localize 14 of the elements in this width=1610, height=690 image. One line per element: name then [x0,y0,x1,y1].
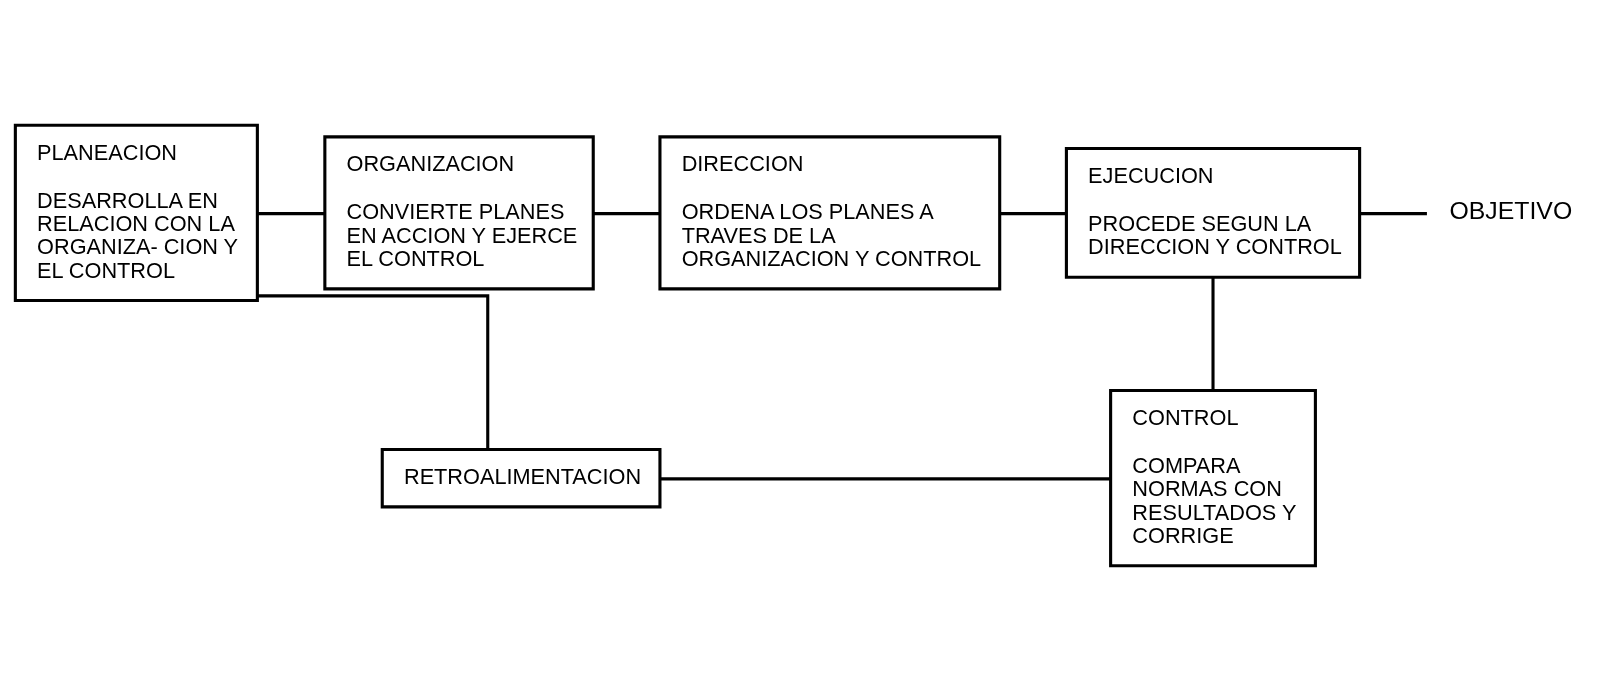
connector [1000,211,1067,215]
connector [660,476,1111,480]
connector [257,293,490,449]
node-box: DIRECCION ORDENA LOS PLANES A TRAVES DE LA ORGANIZACION Y CONTROL [658,134,1002,290]
connector [593,211,660,215]
node-box: RETROALIMENTACION [380,447,662,508]
node-box: EJECUCION PROCEDE SEGUN LA DIRECCION Y CONTROL [1064,146,1362,279]
connector [1211,277,1215,390]
node-box: PLANEACION DESARROLLA EN RELACION CON LA ORGANIZA- CION Y EL CONTROL [13,123,259,302]
node-box: CONTROL COMPARA NORMAS CON RESULTADOS Y CORRIGE [1109,388,1317,567]
node-text: OBJETIVO [1449,196,1573,224]
connector [1359,211,1427,215]
connector [257,211,325,215]
node-box: ORGANIZACION CONVIERTE PLANES EN ACCION Y EJERCE EL CONTROL [323,134,595,290]
